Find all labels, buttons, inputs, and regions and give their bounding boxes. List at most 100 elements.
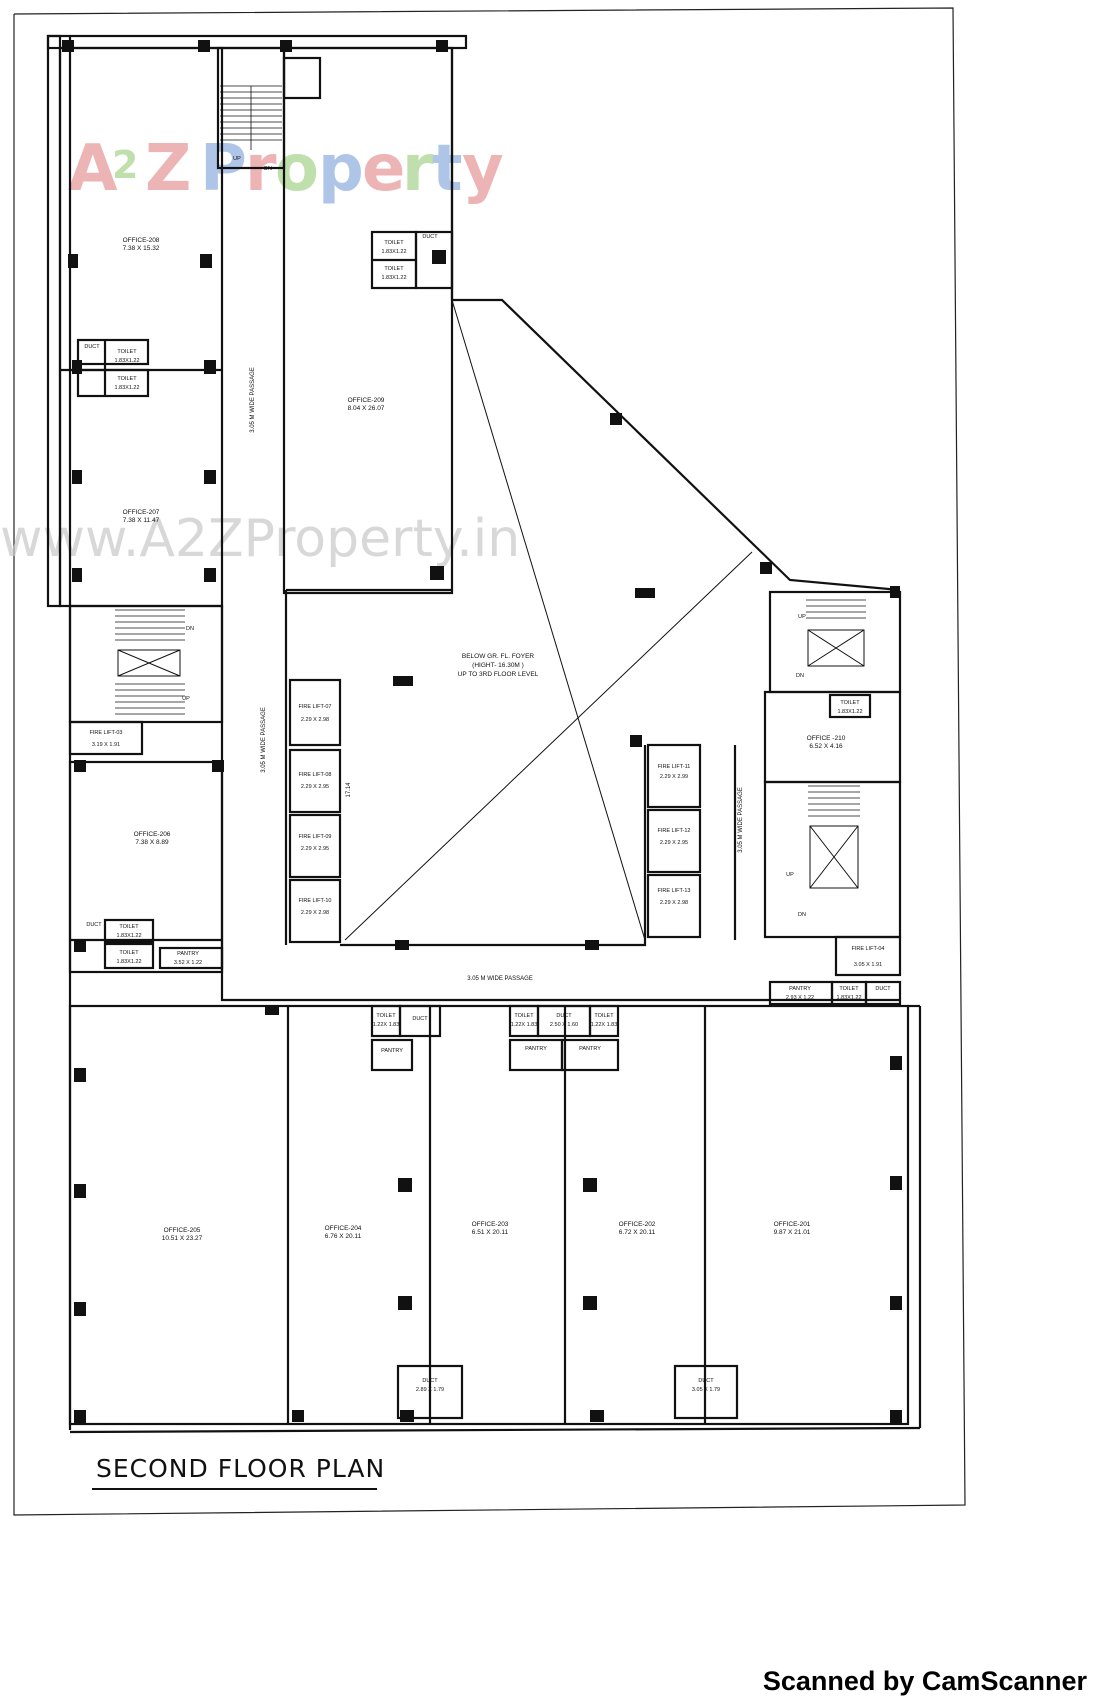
fire-lift-04-name: FIRE LIFT-04	[851, 946, 884, 952]
foyer-diagonals	[344, 299, 753, 941]
toilet-top-1-size: 1.83X1.22	[381, 249, 406, 255]
sheet-border	[13, 7, 966, 1516]
toilet-210-name: TOILET	[840, 700, 860, 706]
office-201-size: 9.87 X 21.01	[774, 1229, 811, 1236]
toilet-right-name: TOILET	[839, 986, 859, 992]
toilet-208-2-name: TOILET	[117, 376, 137, 382]
toilet-204-name: TOILET	[376, 1013, 396, 1019]
svg-text:t: t	[432, 132, 463, 206]
toilet-202-size: 1.22X 1.83	[591, 1022, 618, 1028]
fire-lift-03-name: FIRE LIFT-03	[89, 730, 122, 736]
plan-title: SECOND FLOOR PLAN	[96, 1454, 386, 1483]
svg-text:p: p	[318, 132, 364, 206]
svg-text:A: A	[68, 132, 118, 206]
fire-lift-03-size: 3.19 X 1.91	[92, 742, 120, 748]
plan-title-underline	[92, 1488, 377, 1490]
office-207-size: 7.38 X 11.47	[123, 517, 160, 524]
toilet-203-size: 1.22X 1.83	[511, 1022, 538, 1028]
duct-204-label: DUCT	[412, 1016, 428, 1022]
pantry-206-size: 3.52 X 1.22	[174, 960, 202, 966]
passage-left-label: 3.05 M WIDE PASSAGE	[250, 367, 256, 433]
office-206-size: 7.38 X 8.89	[135, 839, 169, 846]
fire-lift-07-size: 2.29 X 2.98	[301, 717, 329, 723]
watermark-logo: A 2 Z P r o p e r t y	[68, 132, 504, 206]
office-207-name: OFFICE-207	[123, 509, 160, 516]
toilet-206-2-name: TOILET	[119, 950, 139, 956]
toilet-206-1-size: 1.83X1.22	[116, 933, 141, 939]
svg-text:y: y	[462, 132, 504, 206]
office-205-size: 10.51 X 23.27	[162, 1235, 203, 1242]
fire-lift-13-name: FIRE LIFT-13	[657, 888, 690, 894]
office-208-name: OFFICE-208	[123, 237, 160, 244]
toilet-204-size: 1.22X 1.83	[373, 1022, 400, 1028]
toilet-202-name: TOILET	[594, 1013, 614, 1019]
duct-top-label: DUCT	[422, 234, 438, 240]
svg-text:r: r	[402, 132, 434, 206]
toilet-208-1-name: TOILET	[117, 349, 137, 355]
toilet-203-name: TOILET	[514, 1013, 534, 1019]
foyer-label-2: (HIGHT- 16.30M )	[472, 662, 524, 669]
office-209-name: OFFICE-209	[348, 397, 385, 404]
svg-text:2: 2	[112, 143, 138, 187]
duct-208-label: DUCT	[84, 344, 100, 350]
stair-right-dn-label: DN	[796, 673, 804, 679]
stair-left-dn-label: DN	[186, 626, 194, 632]
stair-left-up-label: UP	[182, 696, 190, 702]
svg-text:Z: Z	[145, 132, 191, 206]
office-206-name: OFFICE-206	[134, 831, 171, 838]
duct-201-bottom-size: 3.05 X 1.79	[692, 1387, 720, 1393]
office-210-size: 6.52 X 4.16	[809, 743, 843, 750]
room-labels: OFFICE-208 7.38 X 15.32 OFFICE-209 8.04 …	[84, 156, 891, 1393]
foyer-label-3: UP TO 3RD FLOOR LEVEL	[458, 671, 539, 678]
stair-right2-up-label: UP	[786, 872, 794, 878]
fire-lift-13-size: 2.29 X 2.98	[660, 900, 688, 906]
fire-lift-07-name: FIRE LIFT-07	[298, 704, 331, 710]
fire-lift-12-size: 2.29 X 2.95	[660, 840, 688, 846]
fire-lift-04-size: 3.05 X 1.91	[854, 962, 882, 968]
toilet-top-2-name: TOILET	[384, 266, 404, 272]
lift-shaft-marks	[117, 629, 865, 889]
pantry-203-label: PANTRY	[525, 1046, 547, 1052]
office-204-size: 6.76 X 20.11	[325, 1233, 362, 1240]
dimension-mark: 17.14	[346, 782, 352, 798]
duct-203-top-size: 2.50 X 1.60	[550, 1022, 578, 1028]
toilet-206-2-size: 1.83X1.22	[116, 959, 141, 965]
stair-right2-dn-label: DN	[798, 912, 806, 918]
duct-204-bottom-size: 2.89 X 1.79	[416, 1387, 444, 1393]
office-203-size: 6.51 X 20.11	[472, 1229, 509, 1236]
pantry-204-label: PANTRY	[381, 1048, 403, 1054]
passage-bottom-label: 3.05 M WIDE PASSAGE	[467, 976, 533, 982]
toilet-208-1-size: 1.83X1.22	[114, 358, 139, 364]
duct-203-top-name: DUCT	[556, 1013, 572, 1019]
toilet-206-1-name: TOILET	[119, 924, 139, 930]
structural-columns	[62, 40, 902, 1424]
svg-text:e: e	[362, 132, 405, 206]
stair-right-up-label: UP	[798, 614, 806, 620]
fire-lift-09-size: 2.29 X 2.95	[301, 846, 329, 852]
fire-lift-12-name: FIRE LIFT-12	[657, 828, 690, 834]
office-201-name: OFFICE-201	[774, 1221, 811, 1228]
walls	[46, 34, 922, 1434]
stair-treads	[115, 85, 866, 817]
toilet-top-1-name: TOILET	[384, 240, 404, 246]
office-208-size: 7.38 X 15.32	[123, 245, 160, 252]
duct-right-label: DUCT	[875, 986, 891, 992]
fire-lift-09-name: FIRE LIFT-09	[298, 834, 331, 840]
pantry-right-name: PANTRY	[789, 986, 811, 992]
pantry-206-name: PANTRY	[177, 951, 199, 957]
stair-dn-label: DN	[264, 166, 272, 172]
fire-lift-11-name: FIRE LIFT-11	[658, 764, 691, 770]
passage-right-label: 3.05 M WIDE PASSAGE	[738, 787, 744, 853]
watermark-url: www.A2ZProperty.in	[0, 509, 520, 569]
duct-204-bottom-name: DUCT	[422, 1378, 438, 1384]
fire-lift-11-size: 2.29 X 2.99	[660, 774, 688, 780]
toilet-210-size: 1.83X1.22	[837, 709, 862, 715]
office-202-name: OFFICE-202	[619, 1221, 656, 1228]
toilet-208-2-size: 1.83X1.22	[114, 385, 139, 391]
fire-lift-10-name: FIRE LIFT-10	[298, 898, 331, 904]
office-203-name: OFFICE-203	[472, 1221, 509, 1228]
fire-lift-08-name: FIRE LIFT-08	[298, 772, 331, 778]
scanner-label: Scanned by CamScanner	[762, 1666, 1087, 1696]
office-202-size: 6.72 X 20.11	[619, 1229, 656, 1236]
